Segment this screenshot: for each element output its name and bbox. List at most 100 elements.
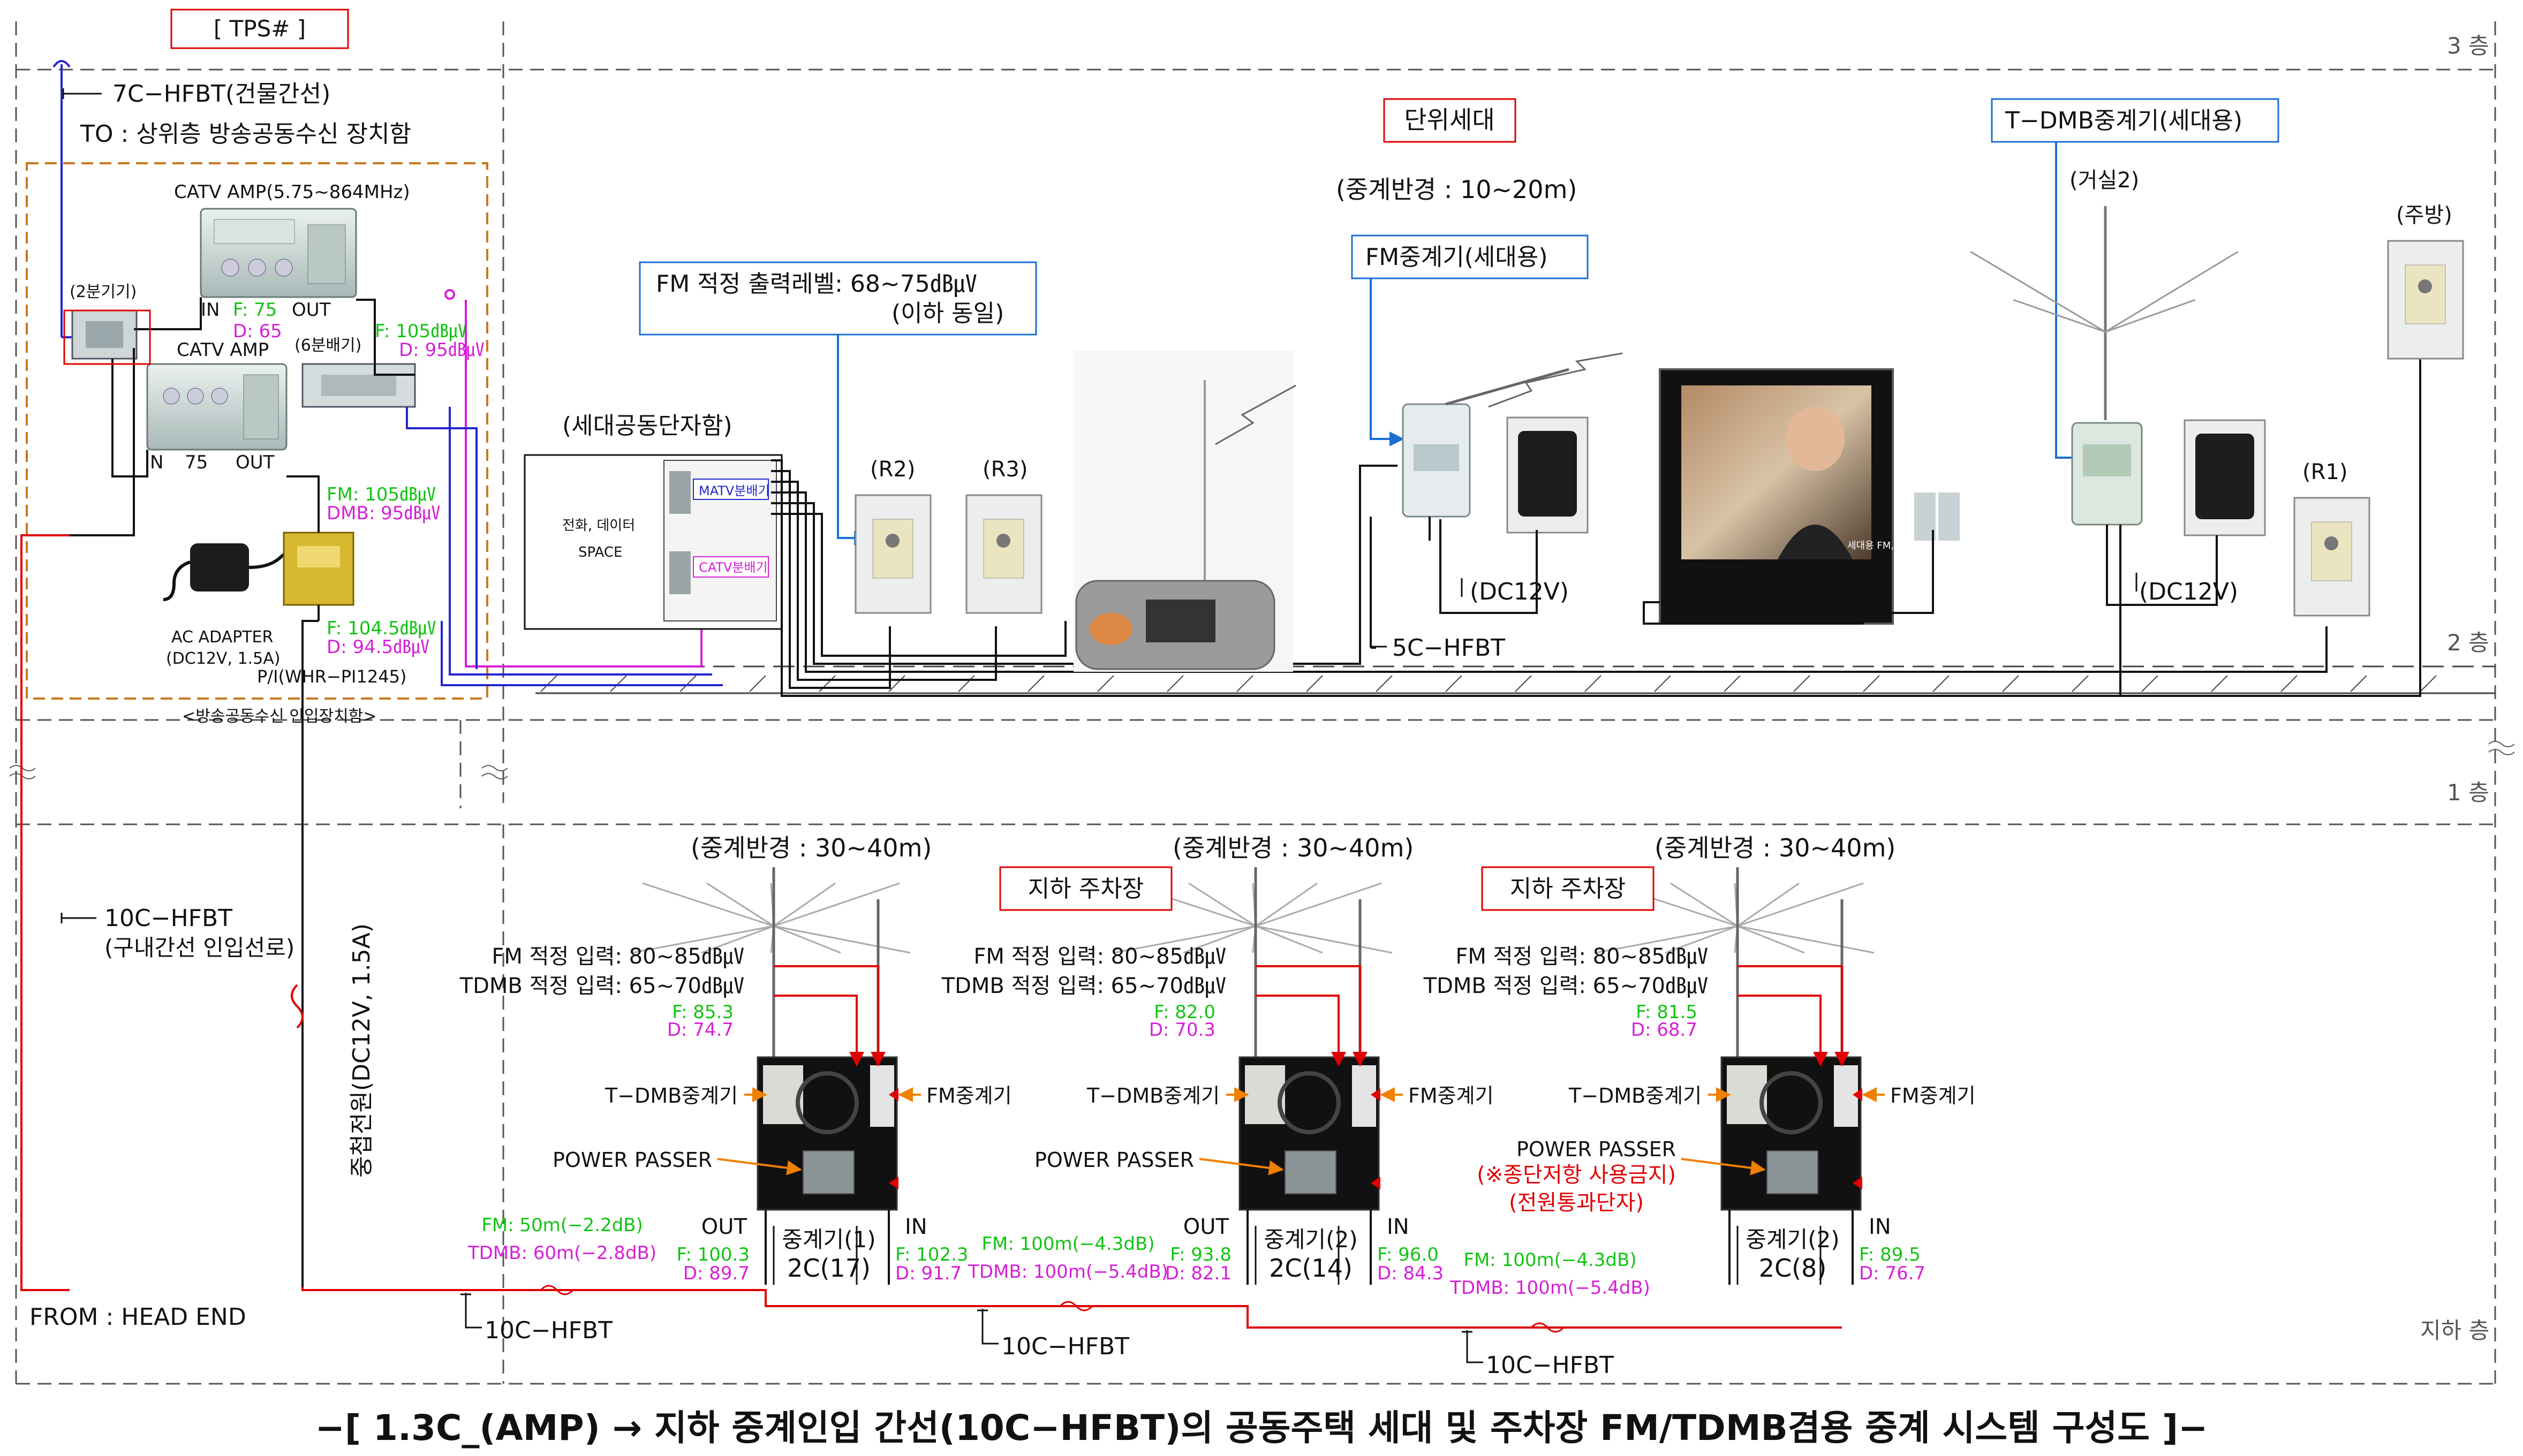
cable-5c-a: 5C−HFBT bbox=[1671, 578, 1784, 605]
parking-d-1: D: 74.7 bbox=[667, 1019, 734, 1041]
fm-rep-arrow bbox=[1370, 278, 1404, 446]
trunk-2: 10C−HFBT bbox=[1001, 1333, 1129, 1360]
tv-caption: 세대용 FM, TDMB중계기 bbox=[1847, 540, 1952, 551]
pp-d: D: 94.5㏈㎶ bbox=[327, 636, 429, 658]
fm-adapter bbox=[1506, 416, 1589, 534]
tps-label-box bbox=[170, 9, 349, 49]
fm-level-1: FM 적정 출력레벨: 68~75㏈㎶ bbox=[656, 270, 977, 298]
parking-repeater-1 bbox=[631, 867, 921, 1285]
parking-tdmb-rep-3: T−DMB중계기 bbox=[1568, 1084, 1702, 1108]
parking-radius-2: (중계반경 : 30~40m) bbox=[1173, 833, 1414, 862]
mid-fm: FM: 105㏈㎶ bbox=[327, 484, 436, 505]
amp1-label: CATV AMP(5.75~864MHz) bbox=[174, 181, 410, 203]
parking-out-f-2: F: 93.8 bbox=[1170, 1244, 1232, 1265]
parking-pp-2: POWER PASSER bbox=[1034, 1148, 1194, 1172]
power-cable-label: 중첩전원(DC12V, 1.5A) bbox=[348, 923, 375, 1178]
parking-radius-3: (중계반경 : 30~40m) bbox=[1655, 833, 1895, 862]
parking-tdmb-rep-2: T−DMB중계기 bbox=[1086, 1084, 1220, 1108]
dc-label-2: (DC12V) bbox=[2139, 578, 2238, 605]
pp-label: P/I(WHR−PI1245) bbox=[257, 666, 406, 687]
from-text: FROM : HEAD END bbox=[29, 1303, 246, 1331]
catv-amp-1 bbox=[200, 208, 357, 298]
parking-in-1: IN bbox=[905, 1215, 927, 1239]
tdmb-adapter bbox=[2184, 419, 2266, 536]
parking-loss-fm-2: FM: 100m(−4.3dB) bbox=[981, 1233, 1154, 1255]
tps-to-text: TO : 상위층 방송공동수신 장치함 bbox=[80, 120, 411, 148]
parking-out-2: OUT bbox=[1183, 1215, 1229, 1239]
jb-space: 전화, 데이터 bbox=[562, 518, 635, 534]
parking-loss-fm-1: FM: 50m(−2.2dB) bbox=[481, 1215, 643, 1236]
parking-f-2: F: 82.0 bbox=[1154, 1002, 1215, 1023]
parking-fm-in-2: FM 적정 입력: 80~85㏈㎶ bbox=[973, 944, 1226, 969]
tps-red-outline bbox=[63, 309, 151, 365]
amp2-out: OUT bbox=[236, 452, 275, 473]
fm-repeater-unit bbox=[1402, 368, 1569, 541]
tps-cabinet-label: <방송공동수신 인입장치함> bbox=[182, 707, 376, 726]
parking-warn1-3: (※종단저항 사용금지) bbox=[1477, 1163, 1676, 1187]
parking-tdmb-in-3: TDMB 적정 입력: 65~70㏈㎶ bbox=[1423, 974, 1708, 998]
unit-title-box bbox=[1383, 98, 1516, 143]
parking-warn2-3: (전원통과단자) bbox=[1509, 1190, 1644, 1215]
outlet-r3 bbox=[965, 494, 1043, 614]
parking-radius-1: (중계반경 : 30~40m) bbox=[691, 833, 932, 862]
parking-fm-in-1: FM 적정 입력: 80~85㏈㎶ bbox=[492, 944, 744, 969]
parking-f-1: F: 85.3 bbox=[672, 1002, 734, 1023]
fm-radius: (중계반경 : 10~20m) bbox=[1336, 175, 1577, 204]
parking-in-2: IN bbox=[1387, 1215, 1409, 1239]
cable-5c-b: 5C−HFBT bbox=[1392, 634, 1505, 662]
parking-cable-1: 2C(17) bbox=[787, 1254, 871, 1283]
fm-wave bbox=[1488, 352, 1623, 408]
jb-catv: CATV분배기 bbox=[699, 560, 768, 575]
radio bbox=[1074, 351, 1296, 672]
jb-matv: MATV분배기 bbox=[699, 483, 770, 498]
parking-in-f-1: F: 102.3 bbox=[895, 1244, 969, 1265]
unit-cable-bundle bbox=[771, 359, 2421, 697]
parking-name-1: 중계기(1) bbox=[782, 1226, 875, 1253]
junction-box-label: (세대공동단자함) bbox=[562, 412, 732, 439]
amp2-label: CATV AMP bbox=[177, 339, 269, 361]
parking-repeater-2 bbox=[999, 866, 1403, 1285]
tv bbox=[1659, 368, 1960, 625]
tdmb-rep-box bbox=[1991, 98, 2279, 143]
fm-level-2: (이하 동일) bbox=[892, 300, 1004, 327]
parking-in-3: IN bbox=[1869, 1215, 1891, 1239]
parking-tdmb-rep-1: T−DMB중계기 bbox=[605, 1084, 738, 1108]
outlet-r2 bbox=[855, 494, 932, 614]
parking-in-d-3: D: 76.7 bbox=[1859, 1263, 1925, 1284]
jb-space2: SPACE bbox=[578, 544, 622, 560]
trunk-leaders bbox=[460, 1285, 1565, 1363]
parking-out-d-1: D: 89.7 bbox=[683, 1263, 750, 1284]
splitter2-label: (2분기기) bbox=[70, 283, 137, 301]
catv-amp-2 bbox=[146, 363, 288, 451]
outlet-kitchen bbox=[2387, 240, 2464, 360]
adapter-label: AC ADAPTER bbox=[171, 628, 273, 647]
tps-cable-bottom-sub: (구내간선 인입선로) bbox=[104, 935, 294, 961]
ac-adapter bbox=[163, 543, 319, 601]
parking-fm-in-3: FM 적정 입력: 80~85㏈㎶ bbox=[1455, 944, 1708, 969]
parking-f-3: F: 81.5 bbox=[1636, 1002, 1697, 1023]
pp-f: F: 104.5㏈㎶ bbox=[327, 618, 436, 639]
fm-rep-box bbox=[1351, 234, 1589, 279]
tps-cabinet bbox=[26, 162, 488, 700]
break-marks bbox=[9, 741, 2515, 779]
head-end-leader bbox=[61, 913, 96, 923]
outlet-r1-label: (R1) bbox=[2302, 460, 2347, 484]
adapter-spec: (DC12V, 1.5A) bbox=[166, 649, 280, 668]
parking-title-2: 지하 주차장 bbox=[1028, 875, 1144, 903]
tps-label: [ TPS# ] bbox=[214, 16, 306, 42]
parking-in-f-3: F: 89.5 bbox=[1859, 1244, 1921, 1265]
mid-dmb: DMB: 95㏈㎶ bbox=[327, 503, 440, 524]
parking-in-d-1: D: 91.7 bbox=[895, 1263, 962, 1284]
parking-loss-tdmb-2: TDMB: 100m(−5.4dB) bbox=[968, 1261, 1168, 1283]
floor-label-1f: 1 층 bbox=[2447, 779, 2489, 806]
parking-cable-2: 2C(14) bbox=[1269, 1254, 1353, 1283]
trunk-3: 10C−HFBT bbox=[1486, 1352, 1614, 1379]
trunk-1: 10C−HFBT bbox=[485, 1317, 613, 1344]
floor-lines bbox=[15, 21, 2496, 1385]
unit-title: 단위세대 bbox=[1404, 105, 1494, 134]
parking-fm-rep-2: FM중계기 bbox=[1408, 1084, 1494, 1108]
parking-d-2: D: 70.3 bbox=[1149, 1019, 1215, 1041]
splitter-6way bbox=[301, 363, 416, 408]
outlet-r2-label: (R2) bbox=[870, 457, 915, 482]
